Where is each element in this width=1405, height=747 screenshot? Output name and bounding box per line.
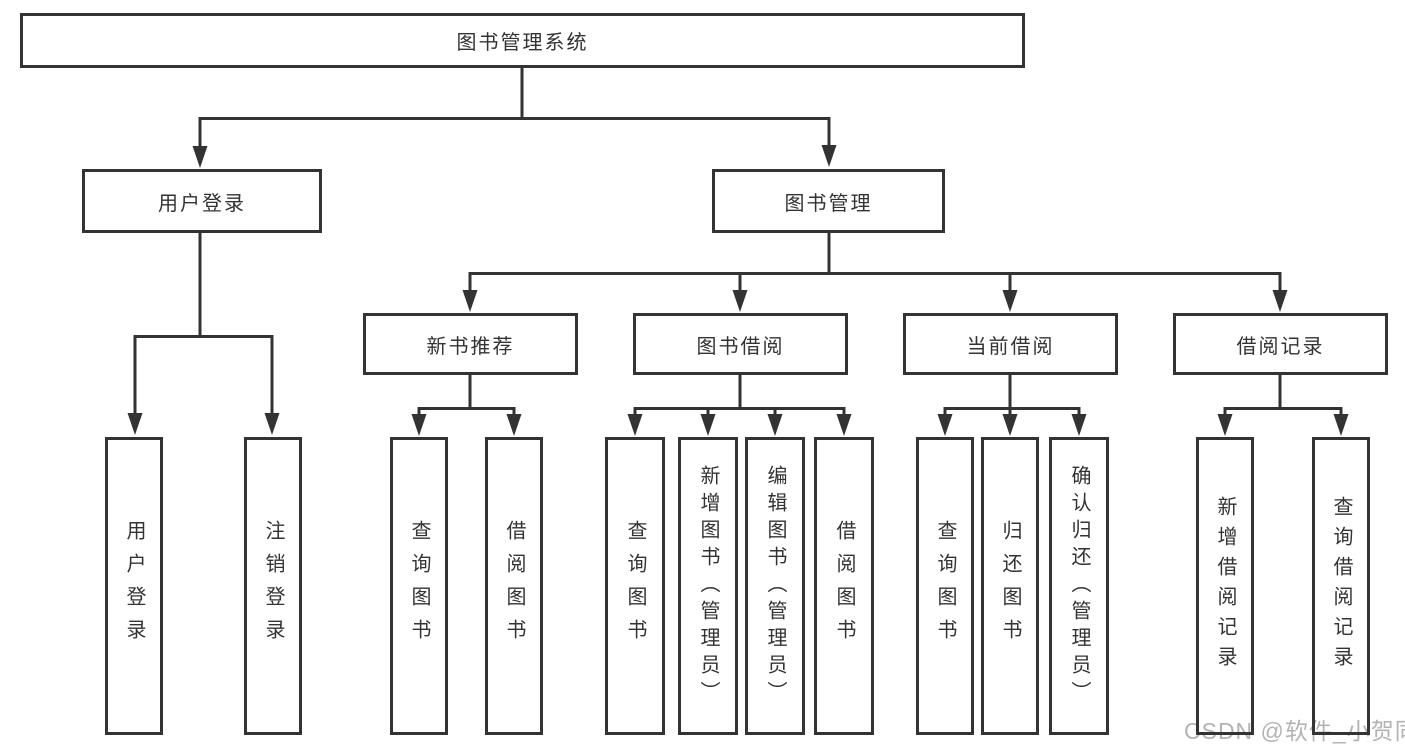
leaf-confirm-return-admin: 确认归还（管理员） [1049,437,1109,735]
node-label: 查询图书 [408,520,430,652]
leaf-query-books-current: 查询图书 [916,437,974,735]
node-label: 图书管理 [784,192,873,215]
node-label: 查询借阅记录 [1330,496,1352,676]
node-label: 当前借阅 [966,335,1055,358]
node-label: 查询图书 [934,520,956,652]
leaf-logout: 注销登录 [244,437,302,735]
leaf-query-borrow-record: 查询借阅记录 [1312,437,1370,735]
node-label: 注销登录 [262,520,284,652]
node-current-borrowing: 当前借阅 [903,313,1118,375]
node-label: 借阅图书 [503,520,525,652]
node-label: 新书推荐 [426,335,515,358]
node-label: 归还图书 [999,520,1021,652]
node-book-borrowing: 图书借阅 [633,313,848,375]
node-book-management: 图书管理 [712,169,945,233]
node-label: 借阅图书 [833,520,855,652]
leaf-return-books: 归还图书 [981,437,1039,735]
leaf-borrow-books: 借阅图书 [814,437,874,735]
node-label: 新增图书（管理员） [697,464,719,708]
node-user-login: 用户登录 [82,169,322,233]
node-label: 确认归还（管理员） [1068,464,1090,708]
node-label: 用户登录 [123,520,145,652]
leaf-query-books-borrow: 查询图书 [605,437,665,735]
node-new-book-recommendation: 新书推荐 [363,313,578,375]
arrowheads [127,145,1349,436]
node-label: 图书借阅 [696,335,785,358]
leaf-add-books-admin: 新增图书（管理员） [678,437,738,735]
node-label: 借阅记录 [1236,335,1325,358]
leaf-borrow-books-recommend: 借阅图书 [485,437,543,735]
node-label: 查询图书 [624,520,646,652]
node-root-library-management-system: 图书管理系统 [20,13,1025,68]
leaf-query-books-recommend: 查询图书 [390,437,448,735]
node-label: 编辑图书（管理员） [764,464,786,708]
leaf-user-login: 用户登录 [105,437,163,735]
leaf-add-borrow-record: 新增借阅记录 [1196,437,1254,735]
node-label: 图书管理系统 [456,32,589,54]
leaf-edit-books-admin: 编辑图书（管理员） [745,437,805,735]
node-label: 新增借阅记录 [1214,496,1236,676]
node-label: 用户登录 [158,192,246,215]
node-borrowing-records: 借阅记录 [1173,313,1388,375]
